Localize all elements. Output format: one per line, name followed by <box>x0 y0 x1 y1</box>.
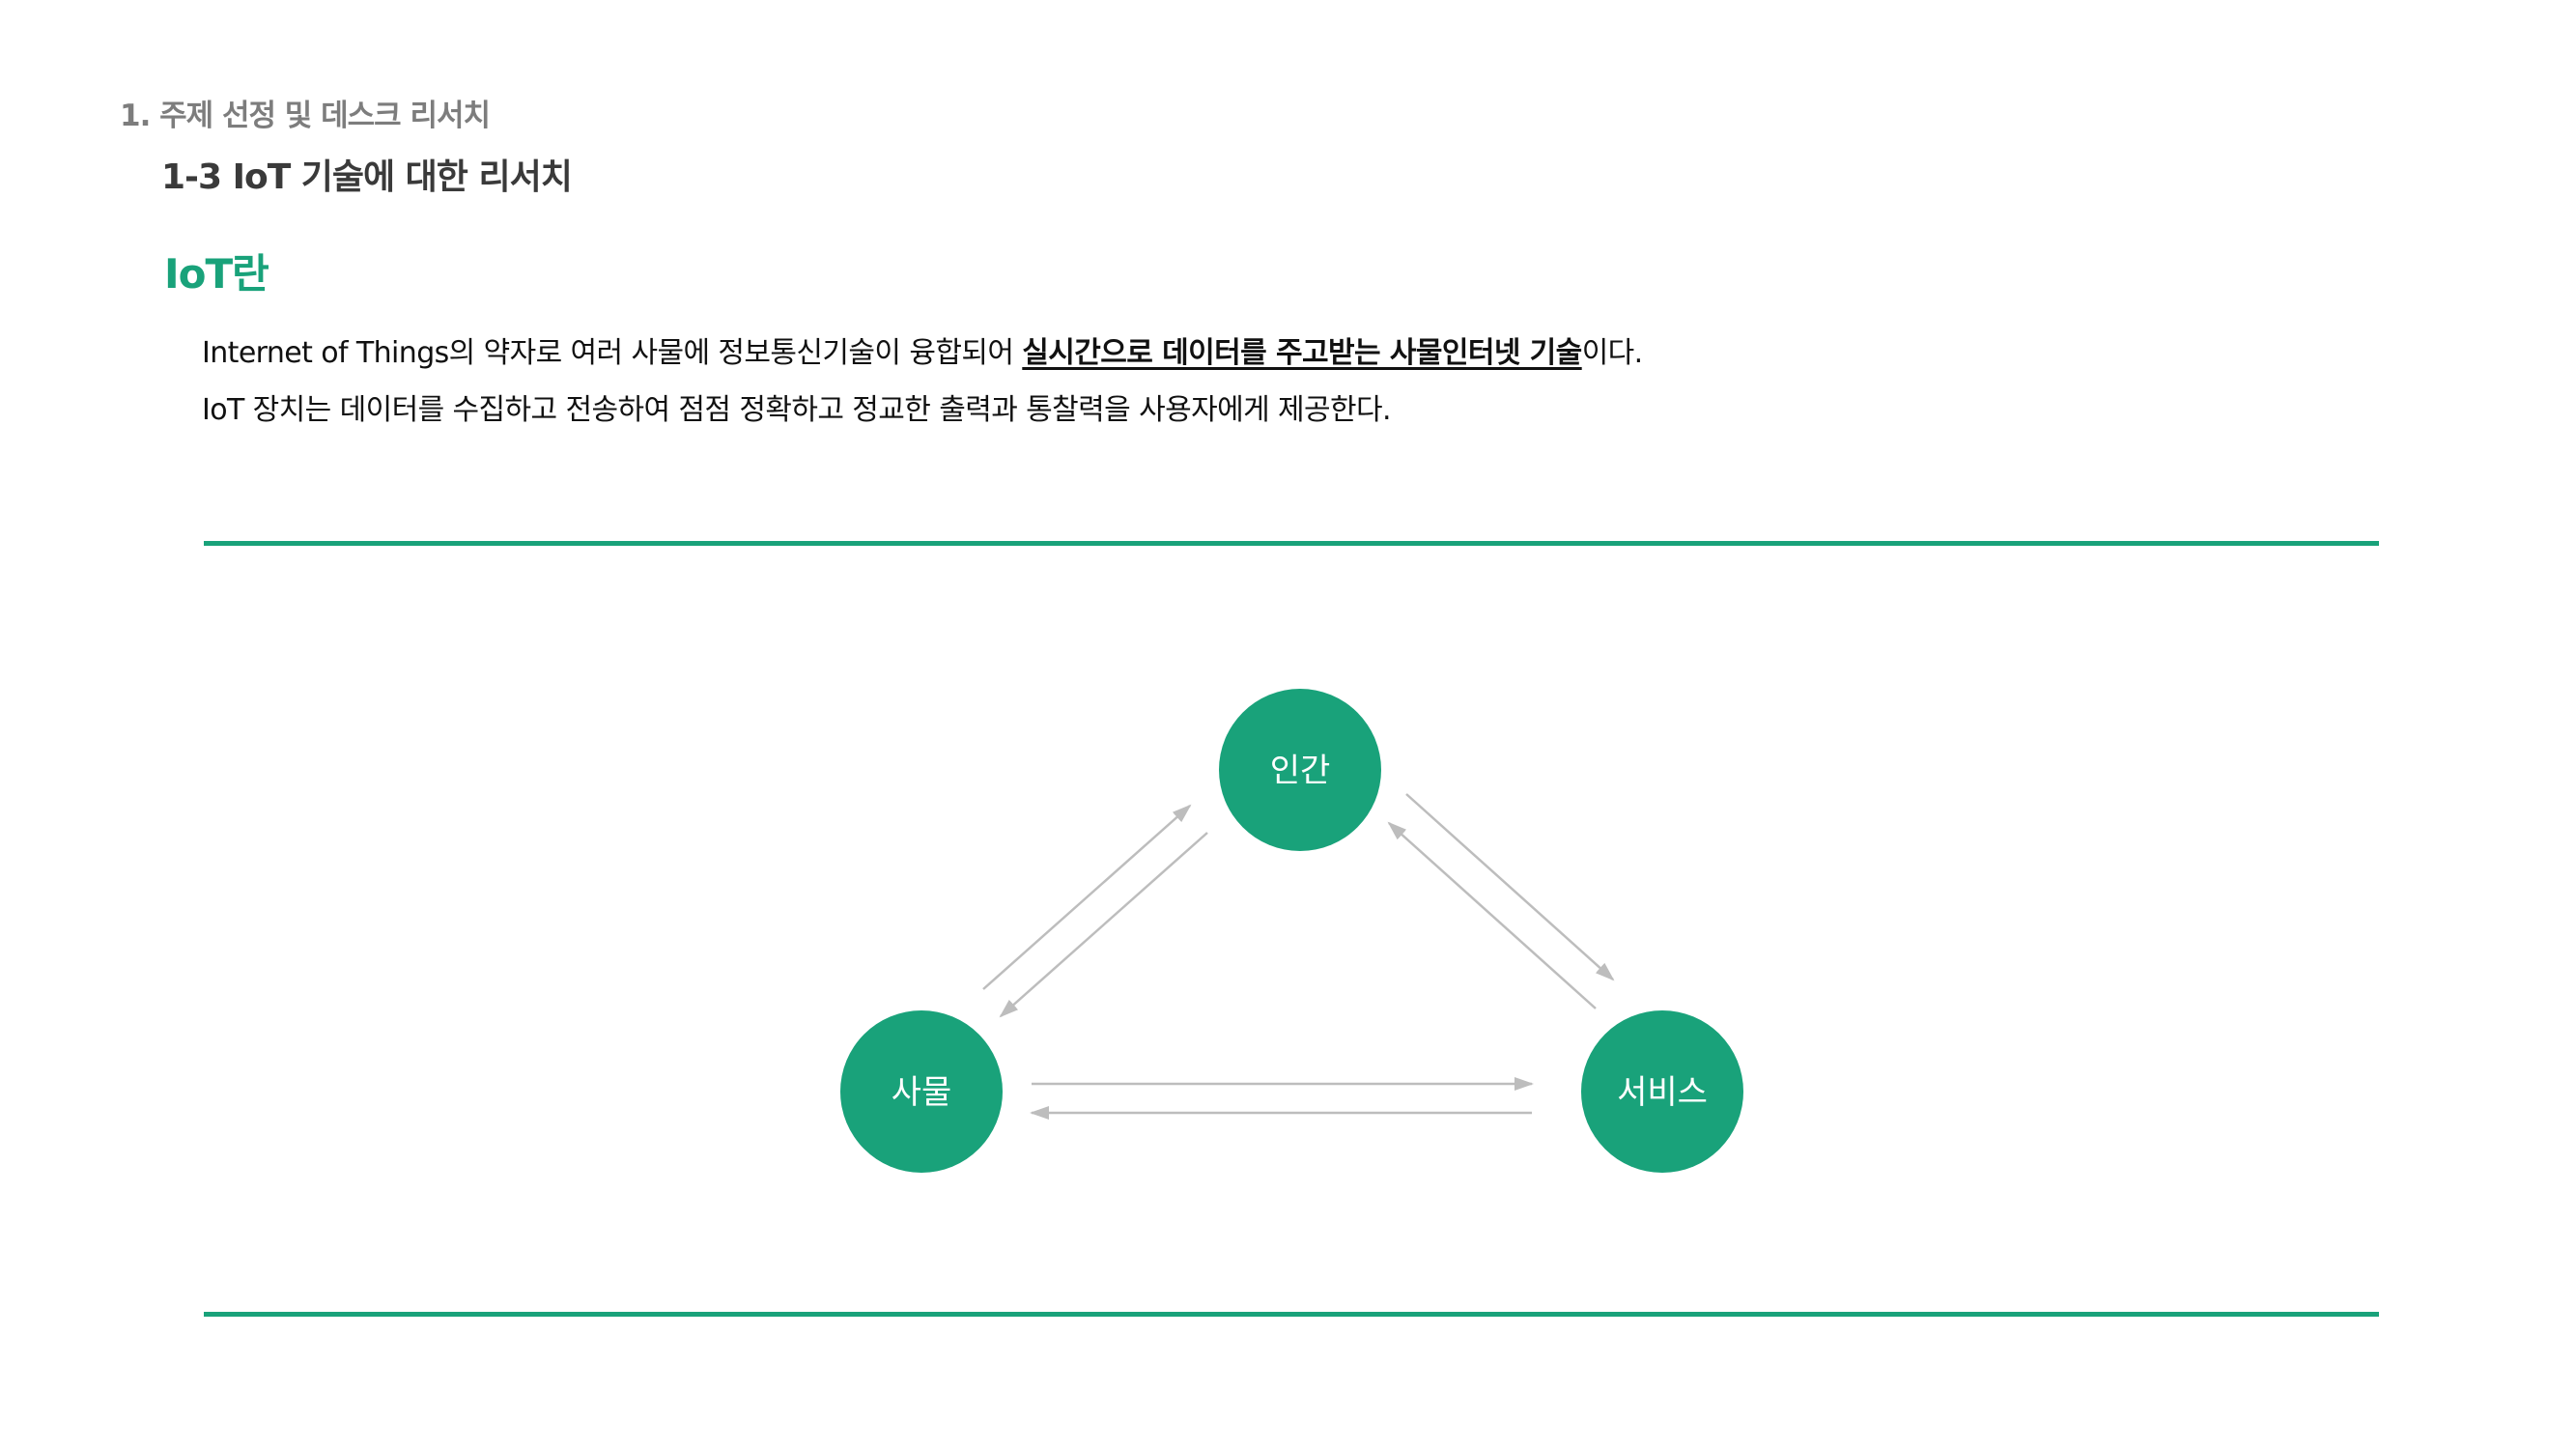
node-service-label: 서비스 <box>1617 1073 1708 1112</box>
divider-bottom <box>204 1312 2379 1317</box>
arrow-service-to-human <box>1387 821 1597 1009</box>
page-heading: IoT란 <box>164 250 269 298</box>
node-human-label: 인간 <box>1270 752 1331 790</box>
arrow-human-to-thing <box>999 832 1208 1018</box>
node-service: 서비스 <box>1581 1010 1743 1173</box>
section-label: 1. 주제 선정 및 데스크 리서치 <box>120 99 491 133</box>
paragraph-line-1-start: Internet of Things의 약자로 여러 사물에 정보통신기술이 융… <box>202 336 1023 370</box>
arrow-thing-to-human <box>982 804 1192 990</box>
paragraph-emphasis: 실시간으로 데이터를 주고받는 사물인터넷 기술 <box>1022 336 1582 370</box>
arrow-human-to-service <box>1405 793 1615 981</box>
paragraph-line-1: Internet of Things의 약자로 여러 사물에 정보통신기술이 융… <box>202 328 1643 371</box>
node-thing-label: 사물 <box>892 1073 952 1112</box>
node-thing: 사물 <box>840 1010 1003 1173</box>
node-human: 인간 <box>1219 689 1381 851</box>
paragraph-line-2: IoT 장치는 데이터를 수집하고 전송하여 점점 정확하고 정교한 출력과 통… <box>202 393 1392 427</box>
paragraph-line-1-end: 이다. <box>1581 336 1644 370</box>
subsection-title: 1-3 IoT 기술에 대한 리서치 <box>161 157 573 197</box>
divider-top <box>204 541 2379 546</box>
